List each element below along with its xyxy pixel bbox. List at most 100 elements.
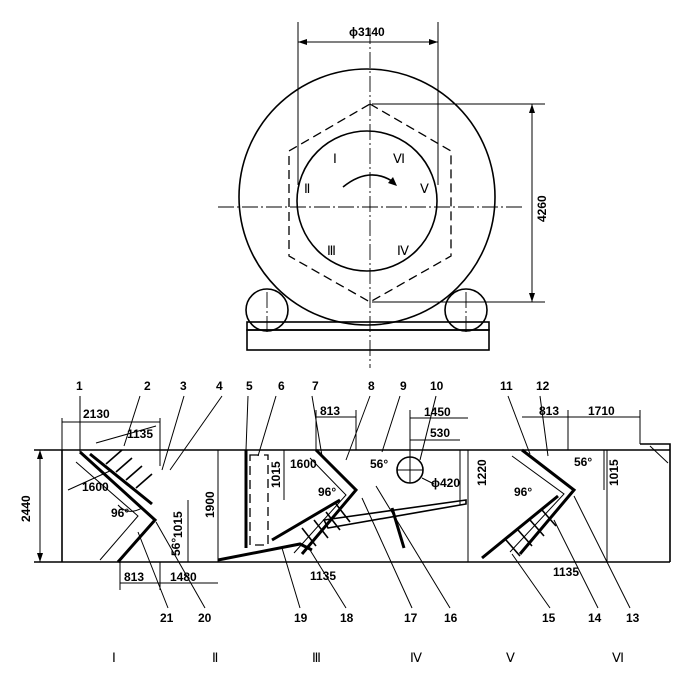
base-plate xyxy=(246,329,490,351)
section-dimensions: 2440 2130 1135 1600 96° 1015 56° 1900 xyxy=(19,404,641,590)
part-number-4: 4 xyxy=(216,379,223,393)
part-number-1: 1 xyxy=(76,379,83,393)
leader xyxy=(281,547,301,609)
part-number-19: 19 xyxy=(294,611,308,625)
part-leaders-top xyxy=(79,395,549,471)
part-number-10: 10 xyxy=(430,379,444,393)
part-number-16: 16 xyxy=(444,611,458,625)
dim-1135b: 1135 xyxy=(310,569,336,583)
dim-line-1600a xyxy=(67,469,113,491)
angle-96a: 96° xyxy=(111,506,129,520)
outer-shell-circle xyxy=(238,68,496,326)
leader xyxy=(137,531,169,609)
leader xyxy=(257,395,277,457)
baffle-1 xyxy=(78,450,158,563)
leader xyxy=(155,521,206,609)
part-number-14: 14 xyxy=(588,611,602,625)
feed-chute xyxy=(322,499,467,529)
bolt xyxy=(125,465,143,481)
leader xyxy=(361,497,413,609)
bolt xyxy=(529,519,545,537)
dim-phi420: ϕ420 xyxy=(431,476,460,490)
leader xyxy=(123,395,141,447)
dim-530: 530 xyxy=(430,426,450,440)
part-number-8: 8 xyxy=(368,379,375,393)
sector-label-5: Ⅴ xyxy=(420,181,429,196)
baffle-3 xyxy=(300,448,359,555)
part-number-21: 21 xyxy=(160,611,174,625)
bolt xyxy=(301,527,317,547)
angle-96b: 96° xyxy=(318,485,336,499)
part-number-7: 7 xyxy=(312,379,319,393)
diameter-label: ϕ3140 xyxy=(349,25,385,39)
bottom-chute xyxy=(217,542,313,562)
dim-1480: 1480 xyxy=(170,570,197,584)
leader xyxy=(507,395,531,455)
bolt xyxy=(115,457,133,473)
angle-56b: 56° xyxy=(370,457,388,471)
baffle-5 xyxy=(518,448,577,555)
part-number-3: 3 xyxy=(180,379,187,393)
part-number-18: 18 xyxy=(340,611,354,625)
section-number-1: Ⅰ xyxy=(112,650,116,665)
bolt xyxy=(335,503,351,523)
part-leaders-bottom xyxy=(137,485,631,609)
leader xyxy=(553,519,599,609)
dim-1015a: 1015 xyxy=(171,511,185,538)
angle-56c: 56° xyxy=(574,455,592,469)
baffle-1-inner xyxy=(75,461,139,561)
bolt xyxy=(135,473,153,489)
leader xyxy=(375,485,451,609)
angle-96c: 96° xyxy=(514,485,532,499)
section-view: 2440 2130 1135 1600 96° 1015 56° 1900 xyxy=(19,379,671,665)
part-number-15: 15 xyxy=(542,611,556,625)
sector-label-4: Ⅳ xyxy=(397,243,409,258)
dim-arrow xyxy=(37,553,43,562)
part-number-20: 20 xyxy=(198,611,212,625)
part-number-17: 17 xyxy=(404,611,418,625)
bolt xyxy=(541,509,557,527)
leader xyxy=(511,553,551,609)
plate-6 xyxy=(249,454,269,546)
drum-right-end xyxy=(640,443,671,562)
dim-1900: 1900 xyxy=(203,491,217,518)
sector-label-3: Ⅲ xyxy=(327,243,336,258)
chute-support xyxy=(390,507,406,549)
dim-813c: 813 xyxy=(539,404,559,418)
section-number-6: Ⅵ xyxy=(612,650,624,665)
angle-56a: 56° xyxy=(169,538,183,556)
section-number-5: Ⅴ xyxy=(506,650,515,665)
dim-1015b: 1015 xyxy=(269,461,283,488)
leader xyxy=(573,495,631,609)
dim-arrow xyxy=(529,104,535,113)
leader xyxy=(539,395,549,457)
leader xyxy=(161,395,185,471)
dim-1600b: 1600 xyxy=(290,457,317,471)
dim-line-1135a xyxy=(95,425,157,444)
dim-813b: 813 xyxy=(320,404,340,418)
leader xyxy=(309,549,347,609)
right-end-detail xyxy=(649,445,669,464)
baffle-3-inner xyxy=(293,457,347,554)
leader xyxy=(421,477,435,485)
section-number-4: Ⅳ xyxy=(410,650,422,665)
dim-arrow xyxy=(529,293,535,302)
dim-2130: 2130 xyxy=(83,407,110,421)
inner-drum-circle xyxy=(296,130,438,272)
part-number-9: 9 xyxy=(400,379,407,393)
angle-arc xyxy=(117,504,143,512)
height-label: 4260 xyxy=(535,195,549,222)
part-number-6: 6 xyxy=(278,379,285,393)
baffle-5-bolts xyxy=(505,509,557,557)
dim-1600a: 1600 xyxy=(82,480,109,494)
baffle-5-plate xyxy=(481,494,559,560)
section-number-2: Ⅱ xyxy=(212,650,218,665)
dim-1450: 1450 xyxy=(424,405,451,419)
baffle-3-plate xyxy=(271,498,341,542)
part-number-12: 12 xyxy=(536,379,550,393)
part-number-2: 2 xyxy=(144,379,151,393)
sector-label-2: Ⅱ xyxy=(304,181,310,196)
leader xyxy=(245,395,249,451)
bolt xyxy=(505,539,521,557)
